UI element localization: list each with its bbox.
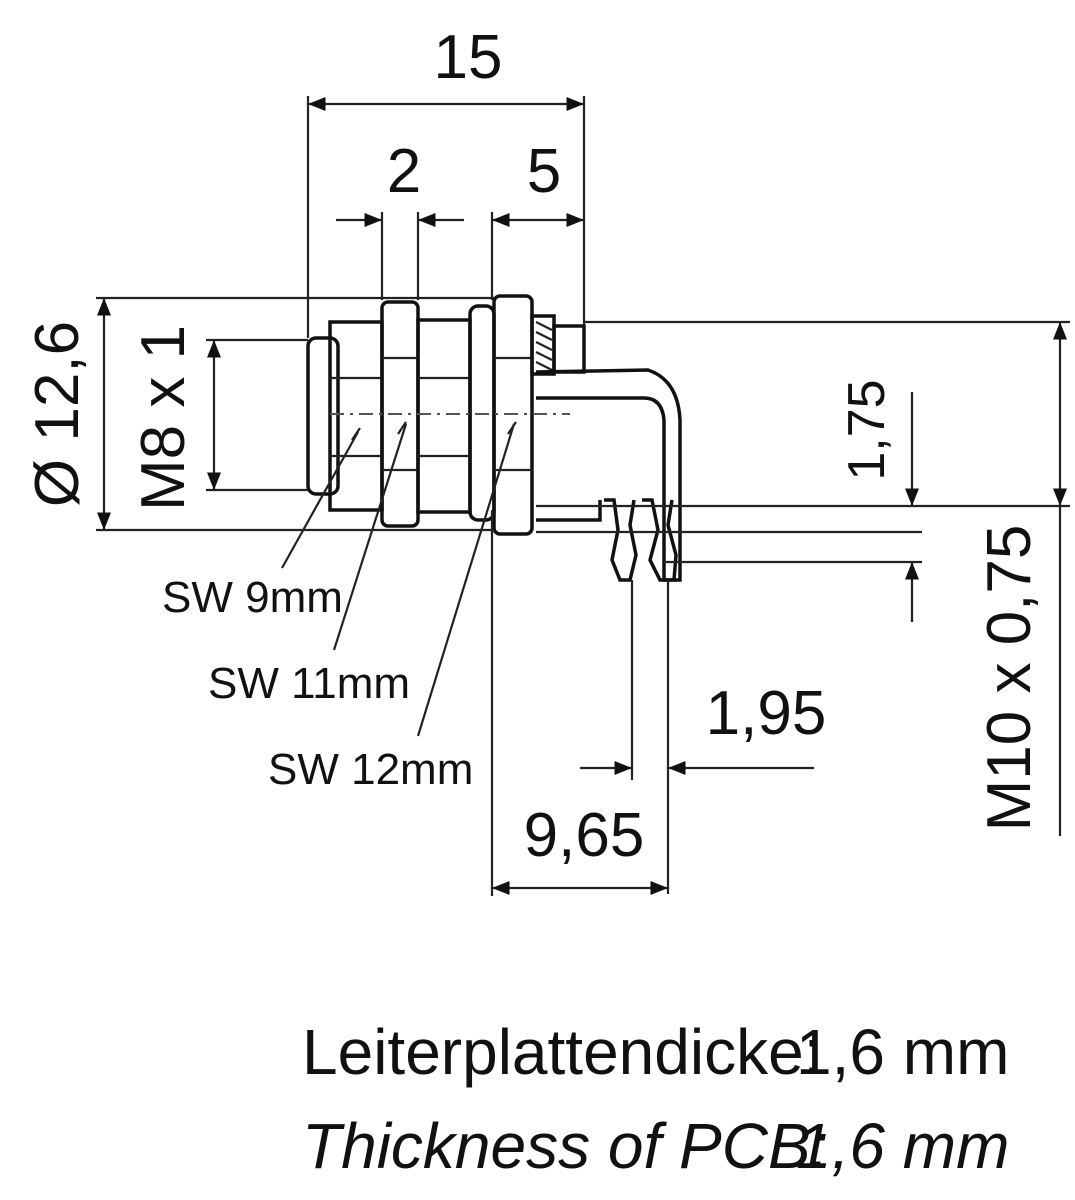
dimension-pin-depth: 9,65 [490, 510, 668, 896]
dimension-nut-width: 2 [336, 137, 464, 300]
pcb-thickness-value-de: 1,6 mm [796, 1016, 1009, 1088]
dimension-outer-diameter: Ø 12,6 [23, 296, 494, 532]
dim-thread-length-text: 5 [527, 137, 561, 206]
pcb-thickness-label-de: Leiterplattendicke: [302, 1016, 821, 1088]
dim-thread-m8-text: M8 x 1 [129, 325, 198, 511]
dim-nut-width-text: 2 [387, 137, 421, 206]
dim-pin-depth-text: 9,65 [524, 801, 645, 870]
wrench-size-sw9: SW 9mm [162, 573, 343, 622]
dim-pin-pitch-text: 1,95 [706, 679, 827, 748]
pcb-thickness-label-en: Thickness of PCB: [302, 1110, 828, 1182]
dim-overall-length-text: 15 [434, 23, 503, 92]
dimension-thread-length: 5 [490, 137, 584, 300]
dimension-pin-pitch: 1,95 [580, 580, 826, 894]
dimension-pin-offset: 1,75 [838, 379, 920, 622]
connector-body [306, 294, 682, 582]
dim-pin-offset-text: 1,75 [838, 379, 896, 480]
wrench-size-sw11: SW 11mm [208, 659, 410, 708]
wrench-size-sw12: SW 12mm [268, 745, 473, 794]
dimension-thread-m10: M10 x 0,75 [975, 322, 1068, 836]
dimension-thread-m8: M8 x 1 [129, 325, 308, 511]
dim-thread-m10-text: M10 x 0,75 [975, 525, 1044, 832]
pcb-thickness-value-en: 1,6 mm [796, 1110, 1009, 1182]
dim-outer-diameter-text: Ø 12,6 [23, 321, 92, 507]
wrench-size-leaders [281, 421, 517, 737]
